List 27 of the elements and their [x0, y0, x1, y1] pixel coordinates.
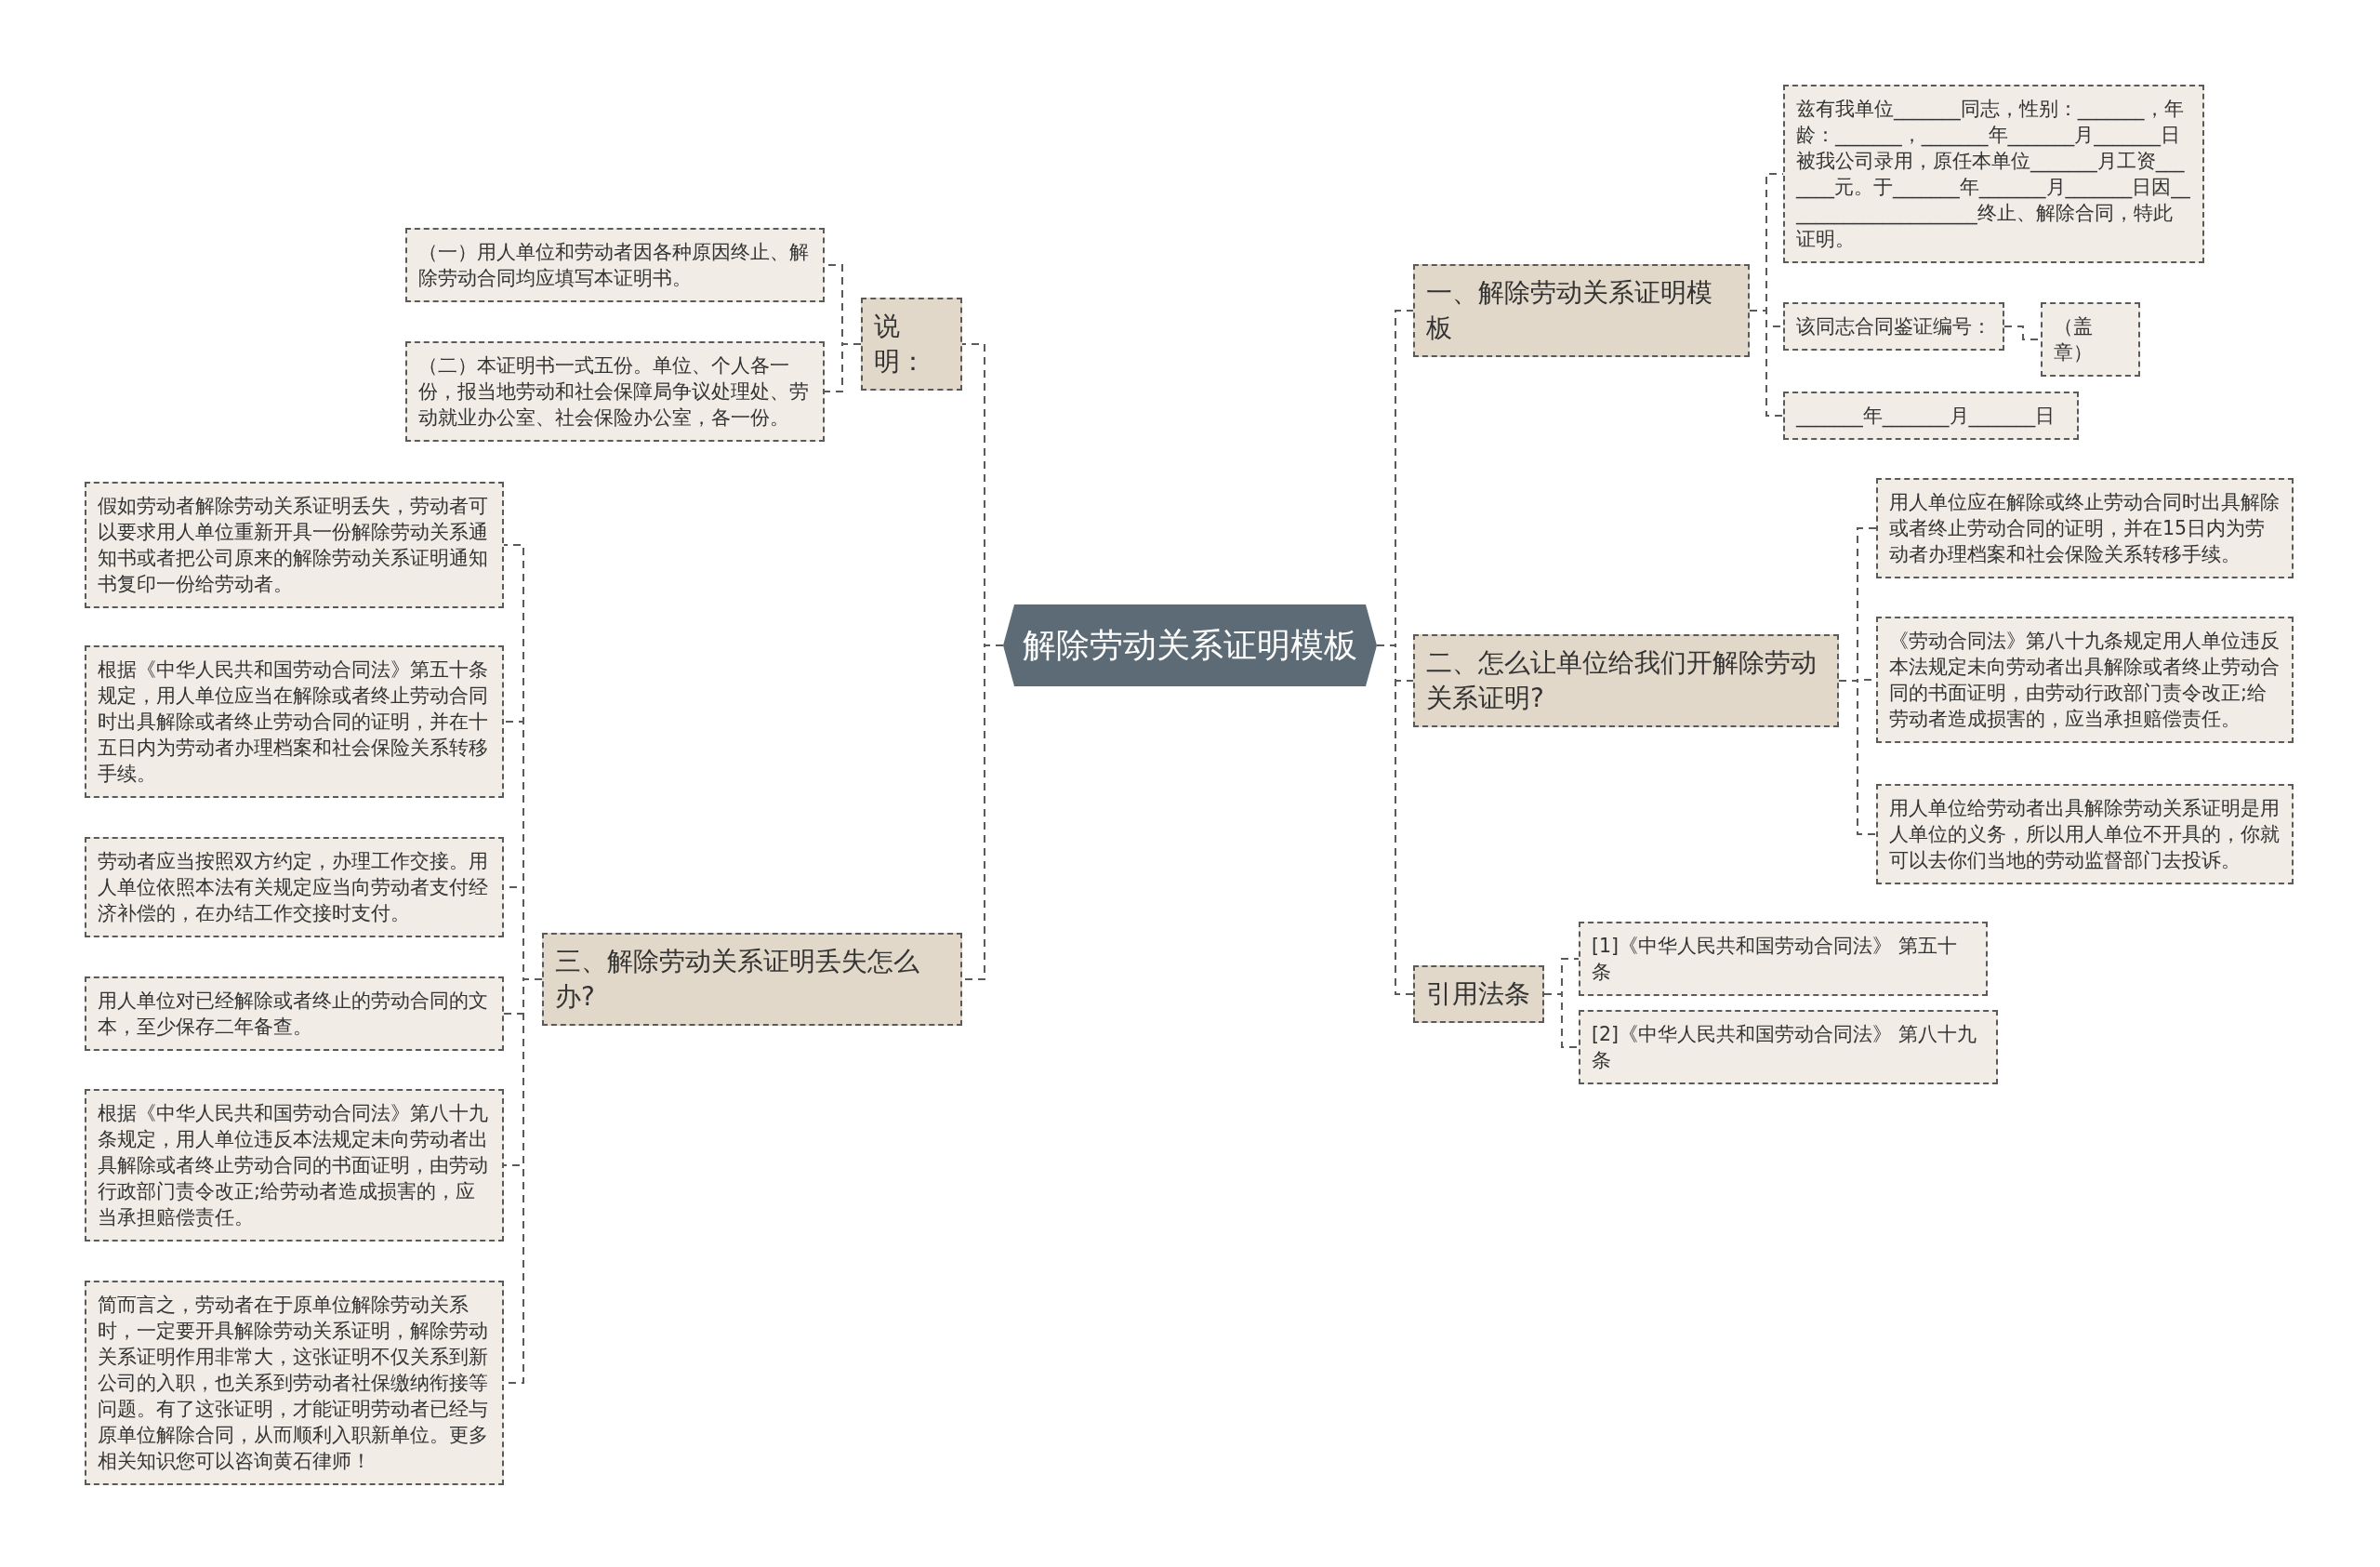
note-box: 《劳动合同法》第八十九条规定用人单位违反本法规定未向劳动者出具解除或者终止劳动合同的书面证明，由劳动行政部门责令改正;给劳动者造成损害的，应当承担赔偿责任。: [1876, 617, 2294, 743]
note-box: 该同志合同鉴证编号：: [1783, 302, 2004, 351]
connector-line: [1749, 310, 1784, 417]
note-box: （盖章）: [2041, 302, 2140, 377]
note-box: 用人单位应在解除或终止劳动合同时出具解除或者终止劳动合同的证明，并在15日内为劳动者办理档案和社会保险关系转移手续。: [1876, 478, 2294, 578]
topic-box: 说明：: [861, 298, 962, 391]
note-box: 用人单位给劳动者出具解除劳动关系证明是用人单位的义务，所以用人单位不开具的，你就可以去你们当地的劳动监督部门去投诉。: [1876, 784, 2294, 884]
connector-line: [1838, 680, 1877, 835]
topic-box: 二、怎么让单位给我们开解除劳动关系证明?: [1413, 634, 1839, 727]
note-box: [2]《中华人民共和国劳动合同法》 第八十九条: [1579, 1010, 1998, 1084]
topic-box: 一、解除劳动关系证明模板: [1413, 264, 1750, 357]
note-box: （二）本证明书一式五份。单位、个人各一份，报当地劳动和社会保障局争议处理处、劳动就业办公室、社会保险办公室，各一份。: [405, 341, 825, 442]
note-box: 劳动者应当按照双方约定，办理工作交接。用人单位依照本法有关规定应当向劳动者支付经济补偿的，在办结工作交接时支付。: [85, 837, 504, 937]
note-box: [1]《中华人民共和国劳动合同法》 第五十条: [1579, 922, 1988, 996]
connector-line: [1543, 993, 1580, 1048]
topic-box: 三、解除劳动关系证明丢失怎么办?: [542, 933, 962, 1026]
topic-box: 引用法条: [1413, 965, 1544, 1023]
note-box: 假如劳动者解除劳动关系证明丢失，劳动者可以要求用人单位重新开具一份解除劳动关系通知书或者把公司原来的解除劳动关系证明通知书复印一份给劳动者。: [85, 482, 504, 608]
note-box: 兹有我单位_______同志，性别：_______，年龄：_______，_______年_______月_______日被我公司录用，原任本单位_______月工资_______元。于_______年_______月_______日因_____________________终止、解除合同，特此证明。: [1783, 85, 2204, 263]
note-box: 根据《中华人民共和国劳动合同法》第八十九条规定，用人单位违反本法规定未向劳动者出具解除或者终止劳动合同的书面证明，由劳动行政部门责令改正;给劳动者造成损害的，应当承担赔偿责任。: [85, 1089, 504, 1242]
connector-line: [824, 343, 862, 392]
note-box: 用人单位对已经解除或者终止的劳动合同的文本，至少保存二年备查。: [85, 976, 504, 1051]
central-topic: 解除劳动关系证明模板: [1003, 604, 1377, 686]
note-box: 简而言之，劳动者在于原单位解除劳动关系时，一定要开具解除劳动关系证明，解除劳动关系证明作用非常大，这张证明不仅关系到新公司的入职，也关系到劳动者社保缴纳衔接等问题。有了这张证明，才能证明劳动者已经与原单位解除合同，从而顺利入职新单位。更多相关知识您可以咨询黄石律师！: [85, 1281, 504, 1485]
note-box: 根据《中华人民共和国劳动合同法》第五十条规定，用人单位应当在解除或者终止劳动合同时出具解除或者终止劳动合同的证明，并在十五日内为劳动者办理档案和社会保险关系转移手续。: [85, 645, 504, 798]
note-box: （一）用人单位和劳动者因各种原因终止、解除劳动合同均应填写本证明书。: [405, 228, 825, 302]
note-box: _______年_______月_______日: [1783, 392, 2079, 440]
